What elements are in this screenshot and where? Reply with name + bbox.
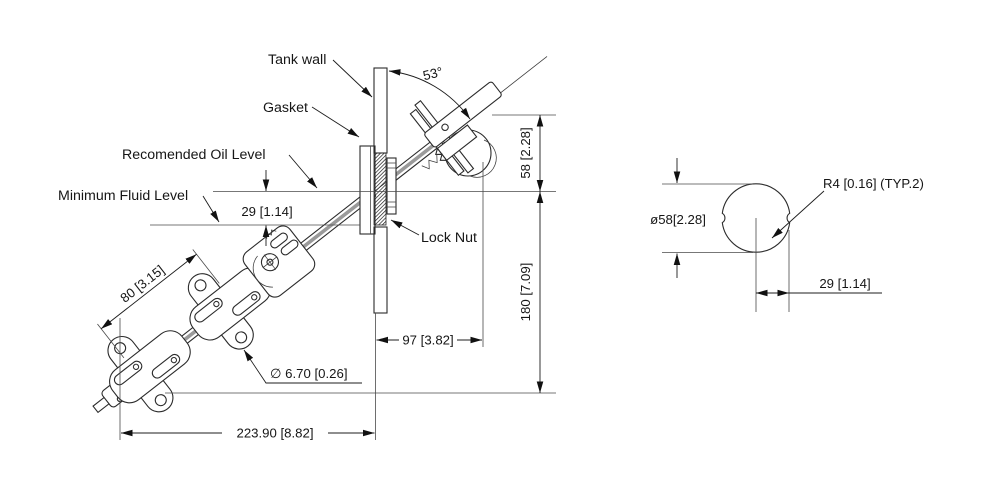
- leader-minimum-fluid-level: [202, 195, 220, 223]
- leader-recommended-oil-level: [288, 154, 318, 189]
- label-recommended-oil-level: Recomended Oil Level: [122, 147, 266, 163]
- detail-dia-text: ø58[2.28]: [650, 212, 706, 227]
- gasket-section: [373, 152, 387, 226]
- dim-float-spacing-text: 80 [3.15]: [117, 262, 167, 305]
- label-lock-nut: Lock Nut: [421, 230, 477, 246]
- dim-58-text: 58 [2.28]: [518, 127, 533, 178]
- leader-tank-wall: [332, 59, 373, 98]
- float-bracket-1: [107, 330, 191, 413]
- tank-wall-upper: [373, 67, 388, 154]
- head-flange-plates: [409, 81, 502, 177]
- leader-lock-nut: [390, 219, 420, 236]
- detail-radius-text: R4 [0.16] (TYP.2): [823, 176, 924, 191]
- dim-223-text: 223.90 [8.82]: [237, 426, 314, 441]
- gauge-stem-core-outer: [389, 140, 440, 180]
- gauge-head-inner-arc: [469, 139, 497, 178]
- dim-hole-text: ∅ 6.70 [0.26]: [270, 366, 347, 381]
- label-gasket: Gasket: [263, 100, 308, 116]
- detail-radius-leader: [771, 190, 825, 239]
- mounting-flange: [359, 145, 376, 235]
- dim-angle-text: 53°: [421, 64, 444, 83]
- detail-offset-text: 29 [1.14]: [819, 276, 870, 291]
- detail-view: ø58[2.28] R4 [0.16] (TYP.2) 29 [1.14]: [650, 158, 924, 312]
- float-mechanism: [242, 225, 316, 298]
- label-tank-wall: Tank wall: [268, 52, 326, 68]
- leader-gasket: [311, 106, 360, 138]
- float-bracket-2: [187, 267, 272, 350]
- tank-wall-lower: [373, 226, 388, 314]
- label-minimum-fluid-level: Minimum Fluid Level: [58, 188, 188, 204]
- dim-97-text: 97 [3.82]: [402, 333, 453, 348]
- wall-assembly: [359, 67, 397, 314]
- lock-nut-part: [386, 157, 397, 215]
- dim-angle-arc: [388, 69, 471, 120]
- dim-180-text: 180 [7.09]: [518, 263, 533, 322]
- dim-29-text: 29 [1.14]: [241, 204, 292, 219]
- dim-hole-leader: [243, 349, 362, 384]
